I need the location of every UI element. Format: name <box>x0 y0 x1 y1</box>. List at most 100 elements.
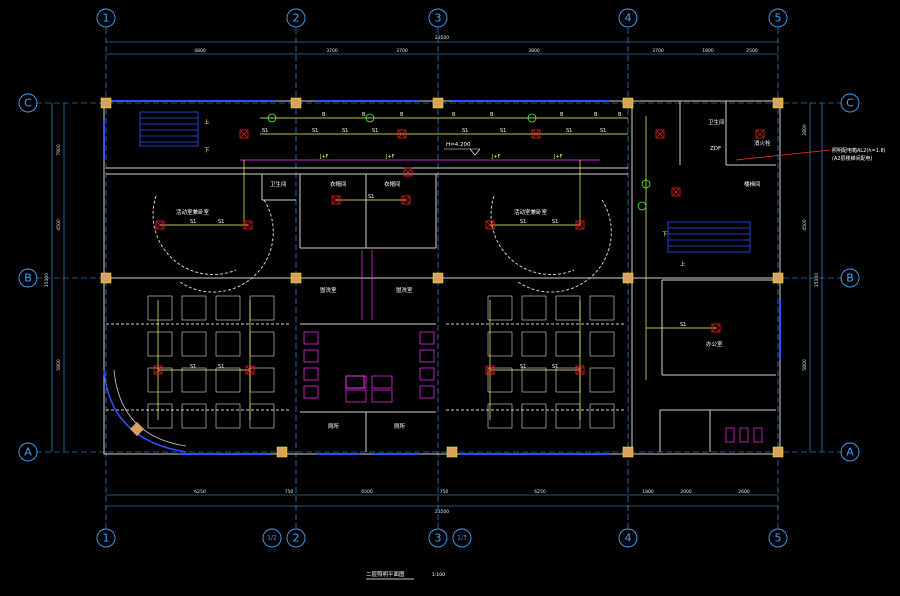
column <box>100 272 112 284</box>
light-mark <box>398 130 406 138</box>
stair-down-label-2: 下 <box>662 231 668 238</box>
light-fixture <box>153 365 163 375</box>
sink <box>345 389 367 403</box>
toilet-fixture <box>419 367 435 381</box>
dim-left-total: 15100 <box>44 273 50 287</box>
stair-up-label-2: 上 <box>680 260 686 268</box>
dim-bottom-0: 6250 <box>194 489 206 495</box>
wire-label: B <box>594 112 598 118</box>
desk <box>249 403 275 429</box>
wire-label: S1 <box>552 219 558 225</box>
wire-label: B <box>322 112 326 118</box>
desk <box>181 367 207 393</box>
light-mark <box>656 130 664 138</box>
axis-label-c-left: C <box>24 97 32 110</box>
axis-label-5-top: 5 <box>775 12 782 25</box>
axis-label-sub-1: 1/2 <box>267 535 277 542</box>
desk <box>181 295 207 321</box>
title-main: 二层照明平面图 <box>366 570 405 578</box>
light-mark <box>332 196 340 204</box>
light-fixture <box>531 129 541 139</box>
columns <box>100 97 784 458</box>
sink <box>371 375 393 389</box>
emergency-light <box>267 113 277 123</box>
wire-label: S1 <box>680 322 686 328</box>
light-mark <box>486 221 494 229</box>
column <box>100 97 112 109</box>
wire-label: J+F <box>553 154 563 160</box>
light-fixture <box>575 220 585 230</box>
desk <box>555 403 581 429</box>
axis-label-c-right: C <box>846 97 854 110</box>
dim-right-1: 4500 <box>802 219 808 231</box>
desk <box>521 403 547 429</box>
room-storage-2: 衣帽间 <box>384 180 401 188</box>
sink <box>345 375 367 389</box>
light-fixture <box>655 129 665 139</box>
dim-top-0: 4800 <box>194 48 206 54</box>
dim-bottom-total: 23500 <box>435 509 449 515</box>
desk <box>249 295 275 321</box>
light-fixture <box>245 365 255 375</box>
fire-label: 消火栓 <box>754 139 771 147</box>
emergency-light <box>641 179 651 189</box>
light-fixture <box>755 129 765 139</box>
light-fixture <box>403 167 413 177</box>
column <box>276 446 288 458</box>
light-fixture <box>485 365 495 375</box>
light-mark <box>246 366 254 374</box>
dim-top-2: 3700 <box>396 48 408 54</box>
light-fixture <box>155 220 165 230</box>
sink <box>345 375 365 389</box>
wire-label: J+F <box>319 154 329 160</box>
wire-label: S1 <box>600 128 606 134</box>
wiring <box>157 116 716 420</box>
dim-left-1: 4500 <box>56 219 62 231</box>
emergency-light <box>637 201 647 211</box>
wire-label: S1 <box>218 364 224 370</box>
desk <box>487 331 513 357</box>
dim-right-2: 5800 <box>802 359 808 371</box>
room-activity-left: 活动室兼卧室 <box>176 208 210 216</box>
desk <box>589 367 615 393</box>
axis-label-5-bottom: 5 <box>775 532 782 545</box>
room-wc-a: 厕所 <box>328 422 340 430</box>
dim-right-total: 15100 <box>814 273 820 287</box>
dim-bottom-2: 6500 <box>361 489 373 495</box>
axis-labels: 1 2 3 4 5 1 2 3 4 5 1/2 1/3 C B A C B A <box>24 12 854 545</box>
room-storage-1: 衣帽间 <box>330 180 347 188</box>
sink <box>345 375 365 389</box>
room-toilet-1: 卫生间 <box>270 180 287 188</box>
dim-bottom-4: 6250 <box>534 489 546 495</box>
column <box>622 272 634 284</box>
wire-label: B <box>362 112 366 118</box>
urinal <box>739 427 749 443</box>
desk <box>589 403 615 429</box>
wire-label: J+F <box>491 154 501 160</box>
light-mark <box>156 221 164 229</box>
dimension-lines <box>51 41 823 507</box>
dim-top-5: 1800 <box>702 48 714 54</box>
drawing-title: 二层照明平面图 1:100 <box>366 570 445 580</box>
desk-grid <box>147 295 763 443</box>
desk <box>147 295 173 321</box>
room-hall-2: 盥洗室 <box>396 286 413 294</box>
callout-line-2: (A2层楼梯间配电) <box>832 155 873 162</box>
desk <box>215 331 241 357</box>
emergency-light <box>527 113 537 123</box>
column <box>129 421 145 437</box>
stair-up-label: 上 <box>204 118 210 126</box>
wire-label: S1 <box>520 219 526 225</box>
urinal <box>753 427 763 443</box>
light-mark <box>532 130 540 138</box>
light-mark <box>756 130 764 138</box>
light-fixture <box>711 323 721 333</box>
desk <box>521 331 547 357</box>
column <box>772 446 784 458</box>
sink <box>345 375 365 389</box>
sink <box>371 389 393 403</box>
desk <box>487 367 513 393</box>
light-mark <box>672 188 680 196</box>
